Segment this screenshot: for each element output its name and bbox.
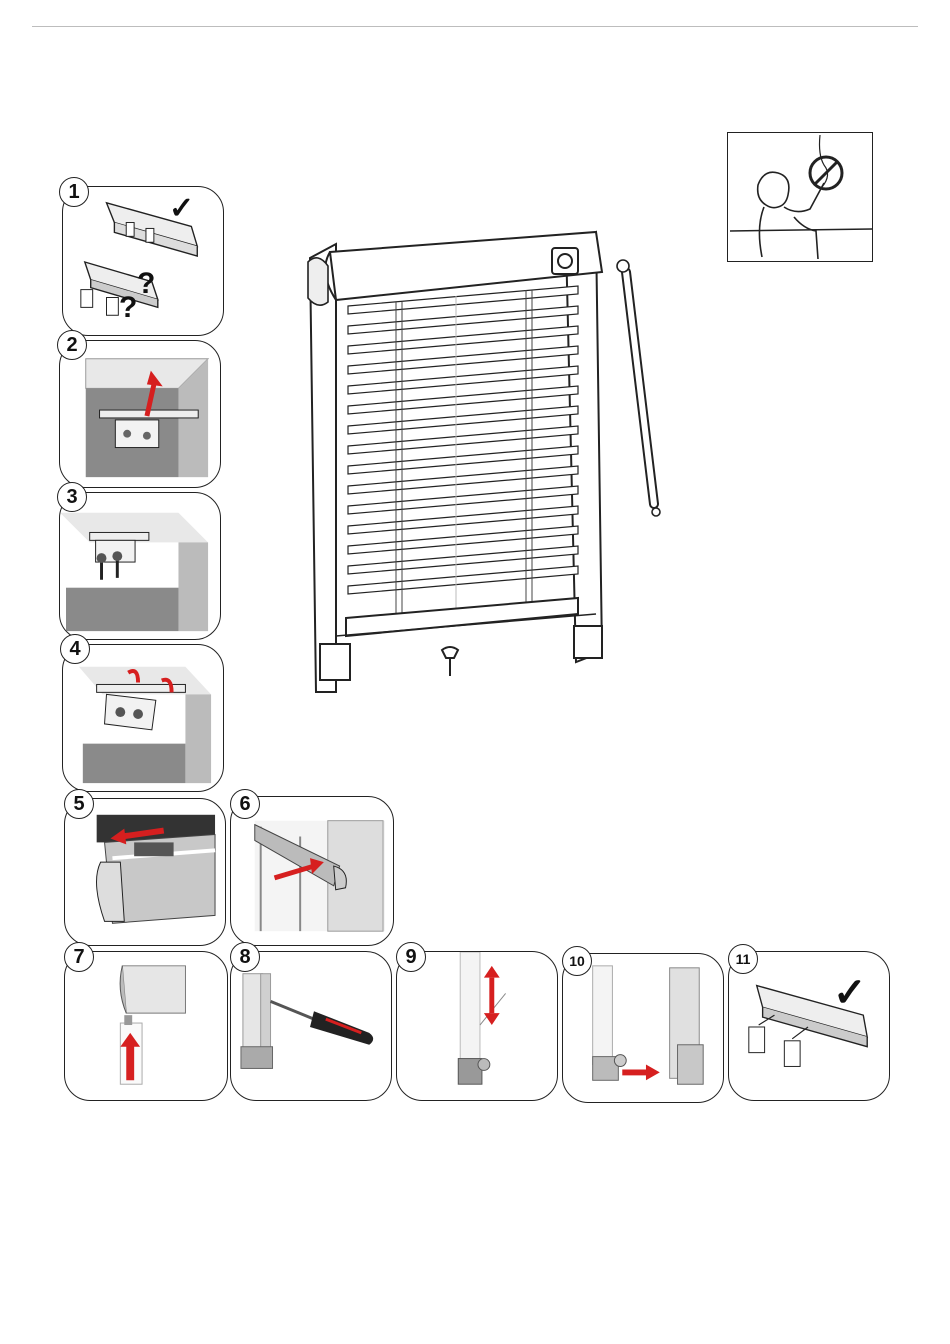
step-3-panel [59, 492, 221, 640]
side-channel-up-icon [65, 952, 227, 1100]
question-mark: ? [137, 267, 155, 301]
step-3-badge: 3 [57, 482, 87, 512]
step-11-badge: 11 [728, 944, 758, 974]
check-mark: ✓ [833, 970, 867, 1016]
step-11-panel: ✓ [728, 951, 890, 1101]
step-8-badge: 8 [230, 942, 260, 972]
top-rule [32, 26, 918, 27]
bottom-clip-slide-icon [563, 954, 723, 1102]
child-cord-safety-warning-icon [728, 133, 874, 263]
bracket-insert-arrow-icon [60, 341, 220, 487]
step-6-panel [230, 796, 394, 946]
step-2-panel [59, 340, 221, 488]
step-4-badge: 4 [60, 634, 90, 664]
bracket-check-icon [63, 187, 223, 335]
top-bar-click-icon [231, 797, 393, 945]
step-7-panel [64, 951, 228, 1101]
step-5-panel [64, 798, 226, 946]
step-2-badge: 2 [57, 330, 87, 360]
step-10-badge: 10 [562, 946, 592, 976]
screwdriver-icon [231, 952, 391, 1100]
step-9-badge: 9 [396, 942, 426, 972]
step-8-panel [230, 951, 392, 1101]
bracket-rotate-arrows-icon [63, 645, 223, 791]
step-1-badge: 1 [59, 177, 89, 207]
venetian-blind-assembly-icon [296, 222, 676, 708]
step-9-panel [396, 951, 558, 1101]
top-bar-slide-icon [65, 799, 225, 945]
question-mark: ? [119, 291, 137, 325]
step-10-panel [562, 953, 724, 1103]
bottom-bar-adjust-icon [397, 952, 557, 1100]
bracket-screws-icon [60, 493, 220, 639]
check-mark: ✓ [169, 191, 194, 226]
step-4-panel [62, 644, 224, 792]
main-assembly-figure [296, 222, 676, 708]
step-5-badge: 5 [64, 789, 94, 819]
step-1-panel: ✓ ? ? [62, 186, 224, 336]
step-6-badge: 6 [230, 789, 260, 819]
child-safety-warning [727, 132, 873, 262]
step-7-badge: 7 [64, 942, 94, 972]
